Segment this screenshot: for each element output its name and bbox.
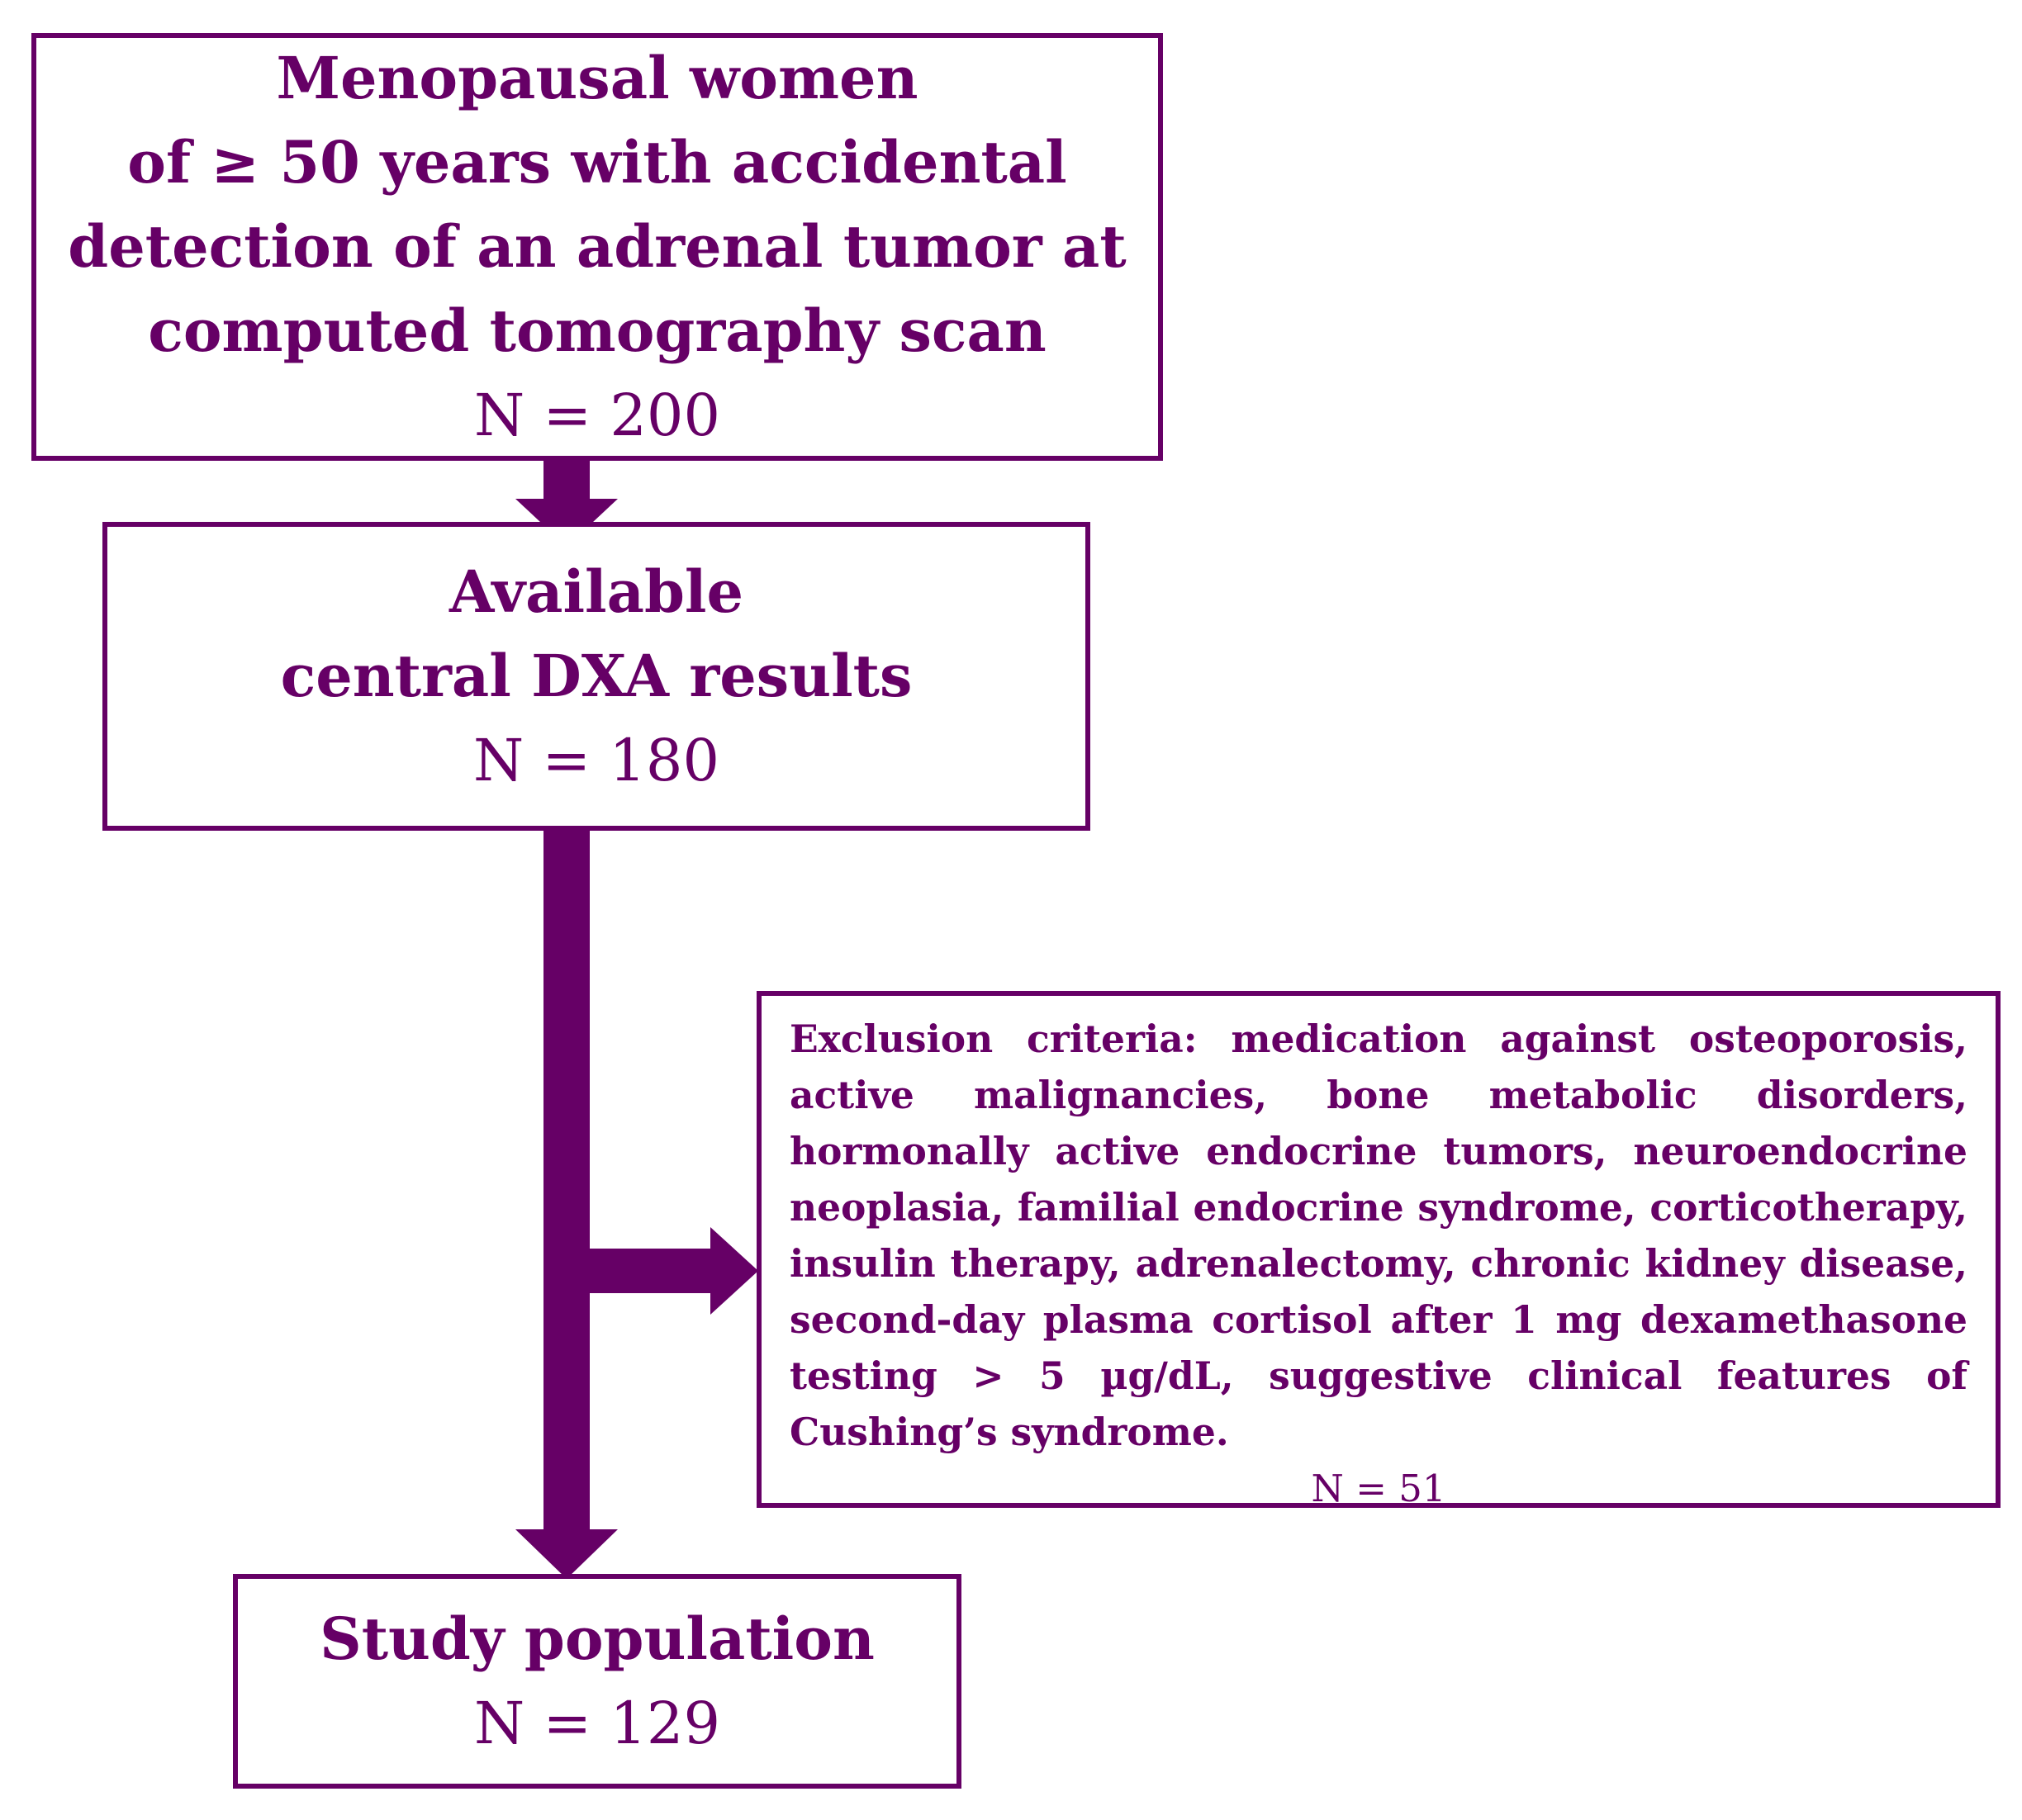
- arrow-shaft-2: [543, 829, 590, 1541]
- arrow-shaft-1: [543, 456, 590, 507]
- study-count: N = 129: [473, 1690, 720, 1757]
- initial-count: N = 200: [473, 382, 720, 449]
- dxa-line-2: central DXA results: [280, 642, 913, 710]
- initial-line-1: Menopausal women: [276, 44, 918, 112]
- exclusion-criteria-box: Exclusion criteria: medication against o…: [757, 991, 2001, 1510]
- initial-line-2: of ≥ 50 years with accidental: [127, 128, 1067, 197]
- branch-shaft: [588, 1249, 714, 1293]
- branch-arrow-head: [710, 1227, 758, 1315]
- exclusion-count: N = 51: [1311, 1467, 1446, 1510]
- arrow-head-2: [515, 1529, 618, 1579]
- dxa-results-box: Available central DXA results N = 180: [102, 522, 1090, 831]
- study-line-1: Study population: [320, 1604, 875, 1673]
- dxa-count: N = 180: [472, 727, 719, 794]
- initial-cohort-box: Menopausal women of ≥ 50 years with acci…: [31, 33, 1163, 461]
- initial-line-3: detection of an adrenal tumor at: [68, 212, 1127, 281]
- exclusion-criteria-text: Exclusion criteria: medication against o…: [790, 1017, 1967, 1454]
- dxa-line-1: Available: [449, 557, 744, 626]
- initial-line-4: computed tomography scan: [148, 296, 1047, 365]
- study-population-box: Study population N = 129: [233, 1574, 961, 1789]
